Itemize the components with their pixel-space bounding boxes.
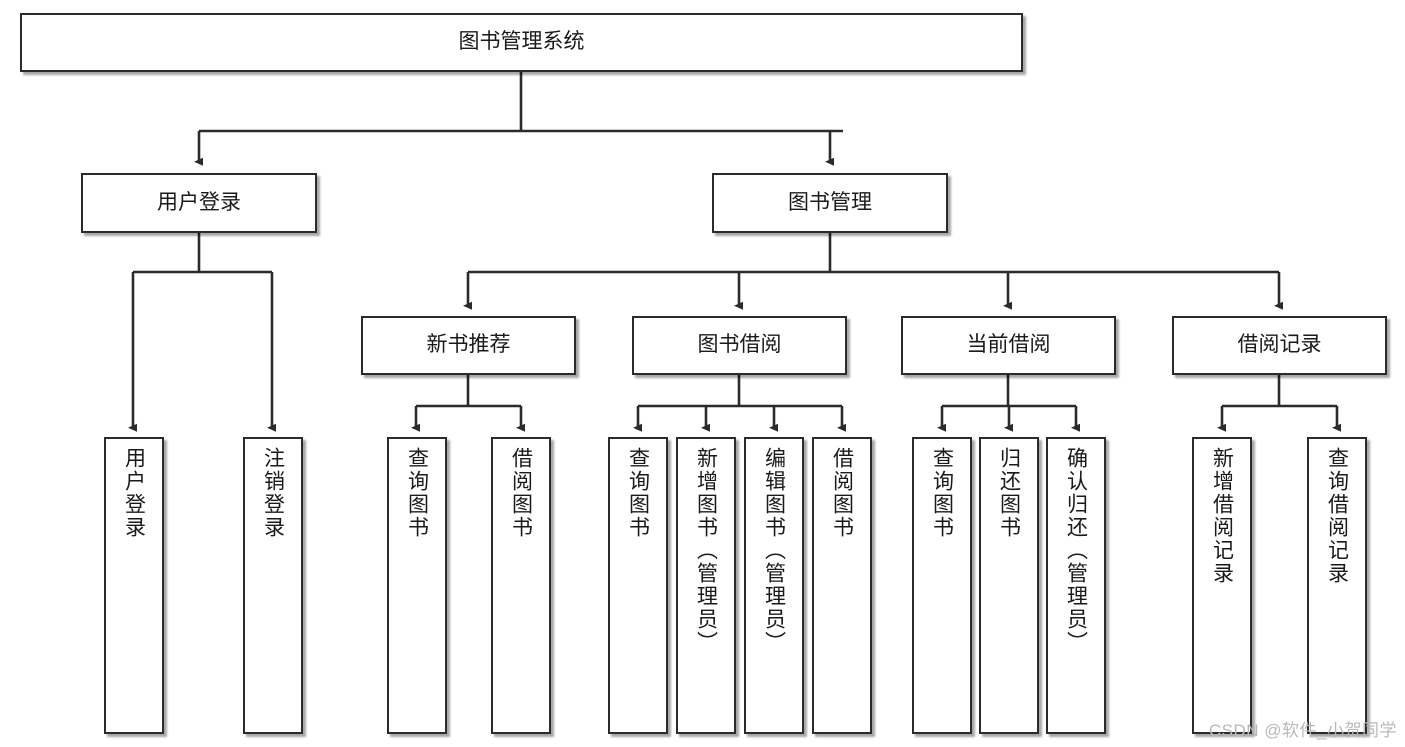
node-label: 用户登录 — [122, 447, 146, 539]
node-user-login[interactable]: 用户登录 — [81, 173, 317, 233]
leaf-book-borrow-edit[interactable]: 编辑图书（管理员） — [744, 437, 804, 734]
leaf-new-book-borrow[interactable]: 借阅图书 — [491, 437, 551, 734]
leaf-book-borrow-borrow[interactable]: 借阅图书 — [812, 437, 872, 734]
node-borrow-records[interactable]: 借阅记录 — [1172, 316, 1387, 375]
node-label: 查询图书 — [405, 447, 429, 539]
leaf-current-borrow-query[interactable]: 查询图书 — [912, 437, 972, 734]
node-label: 新书推荐 — [426, 333, 511, 357]
leaf-borrow-record-query[interactable]: 查询借阅记录 — [1307, 437, 1367, 734]
node-label: 查询图书 — [626, 447, 650, 539]
node-label: 新增借阅记录 — [1210, 447, 1234, 585]
leaf-new-book-query[interactable]: 查询图书 — [387, 437, 447, 734]
node-label: 图书借阅 — [697, 333, 782, 357]
leaf-current-borrow-confirm-return[interactable]: 确认归还（管理员） — [1046, 437, 1106, 734]
node-label: 当前借阅 — [966, 333, 1051, 357]
leaf-book-borrow-add[interactable]: 新增图书（管理员） — [676, 437, 736, 734]
node-label: 查询借阅记录 — [1325, 447, 1349, 585]
node-label: 图书管理系统 — [458, 30, 585, 54]
node-label: 注销登录 — [261, 447, 285, 539]
node-current-borrow[interactable]: 当前借阅 — [901, 316, 1116, 375]
node-label: 借阅图书 — [509, 447, 533, 539]
leaf-book-borrow-query[interactable]: 查询图书 — [608, 437, 668, 734]
leaf-user-login-login[interactable]: 用户登录 — [104, 437, 164, 734]
node-label: 编辑图书（管理员） — [762, 447, 786, 654]
node-book-borrow[interactable]: 图书借阅 — [632, 316, 847, 375]
node-label: 借阅记录 — [1237, 333, 1322, 357]
node-label: 用户登录 — [157, 190, 241, 214]
leaf-current-borrow-return[interactable]: 归还图书 — [979, 437, 1039, 734]
node-new-book-recommend[interactable]: 新书推荐 — [361, 316, 576, 375]
leaf-user-login-logout[interactable]: 注销登录 — [243, 437, 303, 734]
watermark: CSDN @软件_小贺同学 — [1208, 721, 1397, 740]
node-label: 图书管理 — [788, 190, 872, 214]
node-label: 借阅图书 — [830, 447, 854, 539]
leaf-borrow-record-add[interactable]: 新增借阅记录 — [1192, 437, 1252, 734]
node-label: 确认归还（管理员） — [1064, 447, 1088, 654]
node-root-book-management-system[interactable]: 图书管理系统 — [20, 13, 1023, 72]
node-label: 新增图书（管理员） — [694, 447, 718, 654]
node-label: 查询图书 — [930, 447, 954, 539]
node-label: 归还图书 — [997, 447, 1021, 539]
node-book-management[interactable]: 图书管理 — [712, 173, 948, 233]
